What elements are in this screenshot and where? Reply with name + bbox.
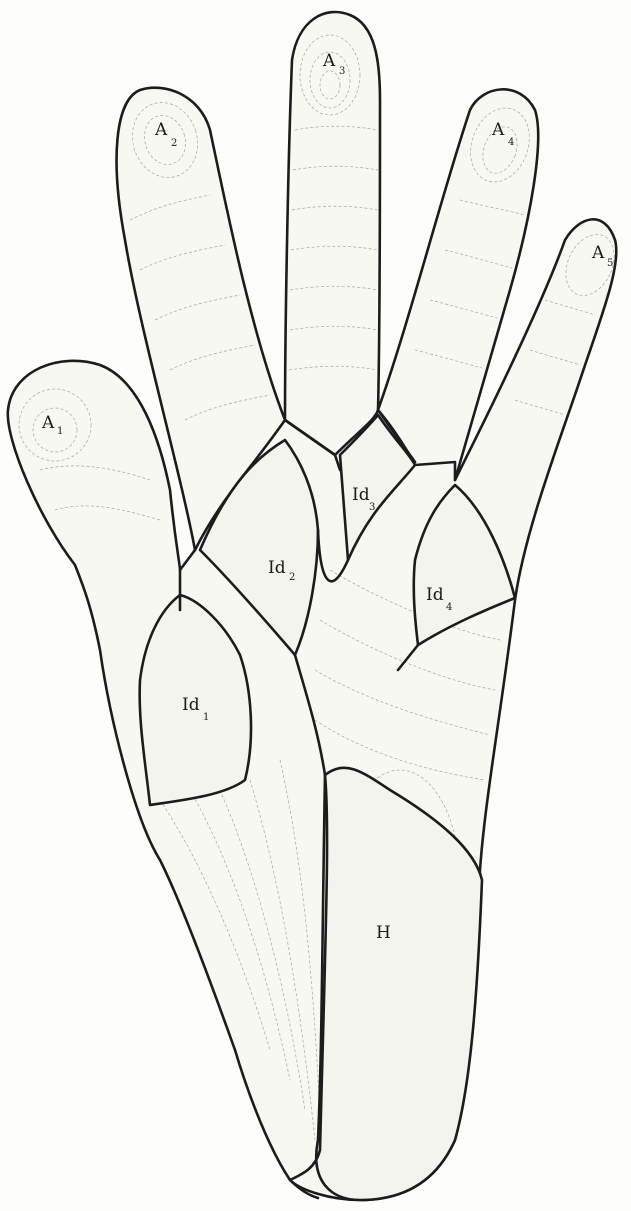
label-a4-letter: A	[491, 120, 505, 140]
label-id1-sub: 1	[203, 712, 209, 723]
label-a2-letter: A	[154, 120, 168, 140]
label-id3-letter: Id	[352, 485, 370, 505]
label-id2-letter: Id	[268, 558, 286, 578]
label-id4-letter: Id	[426, 585, 444, 605]
label-a5-sub: 5	[607, 258, 613, 269]
hand-outline	[8, 12, 617, 1200]
label-id3-sub: 3	[369, 502, 375, 513]
label-id4-sub: 4	[446, 602, 452, 613]
label-a3-letter: A	[322, 51, 336, 71]
label-a2-sub: 2	[171, 138, 177, 149]
label-a1-letter: A	[41, 413, 55, 433]
label-h: H	[376, 923, 391, 943]
label-a4-sub: 4	[508, 137, 514, 148]
label-h-letter: H	[376, 923, 391, 943]
label-id2-sub: 2	[289, 572, 295, 583]
label-a3-sub: 3	[339, 66, 345, 77]
label-id1-letter: Id	[182, 695, 200, 715]
label-a1-sub: 1	[57, 426, 63, 437]
label-a5-letter: A	[591, 243, 605, 263]
